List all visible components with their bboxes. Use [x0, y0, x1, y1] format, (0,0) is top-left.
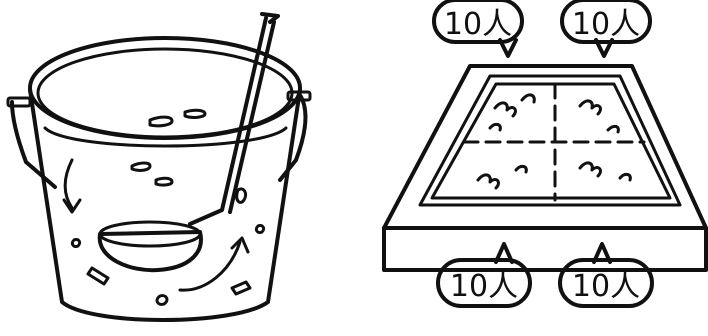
ladle-bowl: [100, 232, 201, 270]
bucket-illustration: [8, 14, 310, 320]
label-bottom-right: 10人: [572, 269, 640, 304]
label-bottom-left: 10人: [450, 269, 518, 304]
label-bubble-top-right: 10人: [562, 0, 650, 56]
label-bubble-bottom-right: 10人: [560, 244, 652, 306]
stir-arrow-right: [180, 242, 240, 290]
tray-illustration: 10人 10人 10人 10人: [384, 0, 706, 306]
tray-front: [384, 228, 706, 270]
label-top-right: 10人: [572, 7, 640, 42]
label-bubble-top-left: 10人: [434, 0, 522, 56]
label-bubble-bottom-left: 10人: [438, 244, 530, 306]
label-top-left: 10人: [444, 7, 512, 42]
